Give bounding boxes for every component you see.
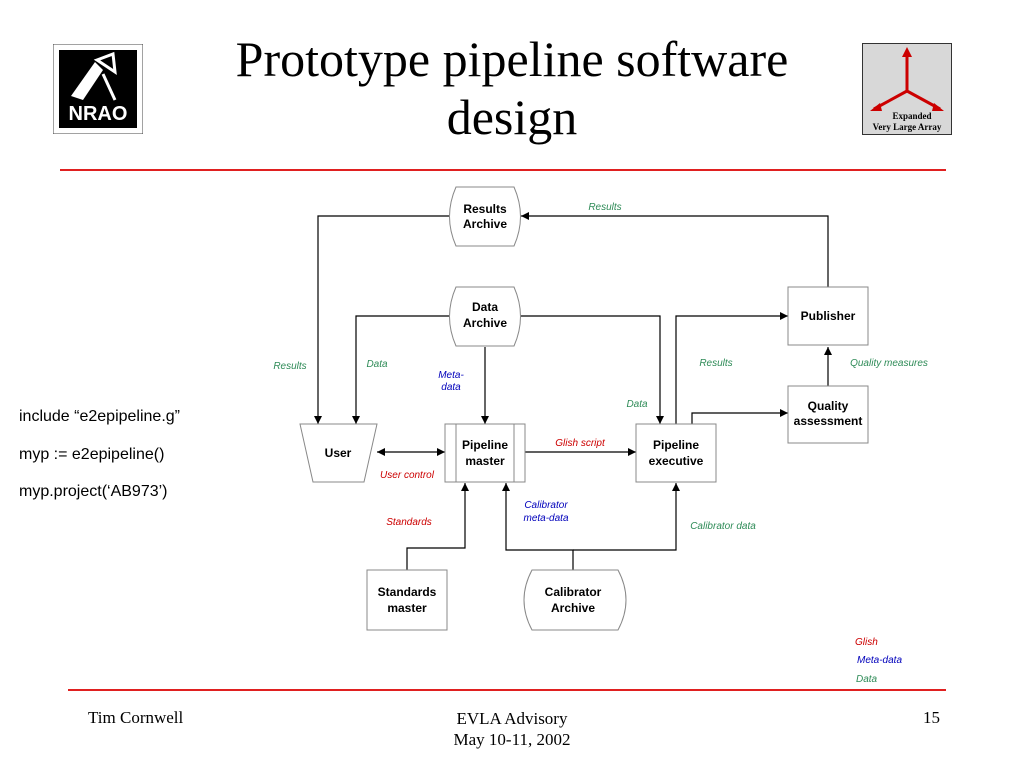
standards-master-shape [366, 569, 448, 631]
flow-label-results-right: Results [699, 358, 732, 369]
footer-event-line-1: EVLA Advisory [456, 709, 568, 728]
flow-label-standards: Standards [386, 517, 432, 528]
calibrator-archive-shape [523, 569, 627, 631]
pipeline-master-label-2: master [465, 454, 505, 468]
footer-rule [68, 689, 946, 691]
legend-data: Data [856, 674, 878, 685]
arrow-standards-to-pipeline-master [406, 483, 469, 570]
arrow-results-archive-to-user [314, 215, 449, 424]
evla-logo: Expanded Very Large Array [862, 43, 952, 135]
flow-label-results-top: Results [588, 202, 621, 213]
flow-label-meta-data-1: Meta- [438, 370, 464, 381]
title-line-2: design [446, 89, 578, 145]
results-archive-shape [449, 186, 521, 247]
flow-label-calibrator-meta-2: meta-data [523, 513, 568, 524]
arrow-calibrator-to-pipeline-master [502, 483, 574, 570]
calibrator-archive-label-1: Calibrator [545, 585, 602, 599]
flow-label-meta-data-2: data [441, 382, 461, 393]
flow-label-results-left: Results [273, 361, 306, 372]
results-archive-label-1: Results [463, 202, 507, 216]
evla-logo-text-2: Very Large Array [873, 122, 942, 132]
quality-assessment-label-2: assessment [794, 414, 863, 428]
footer-event: EVLA Advisory May 10-11, 2002 [362, 708, 662, 750]
publisher-shape [787, 286, 869, 346]
code-line-3: myp.project(‘AB973’) [19, 483, 168, 500]
code-line-2: myp := e2epipeline() [19, 446, 165, 463]
flow-label-quality-measures: Quality measures [850, 358, 928, 369]
quality-assessment-shape [787, 385, 869, 444]
arrow-pipeline-executive-to-publisher [675, 312, 788, 424]
data-archive-shape [449, 286, 521, 347]
evla-logo-text-1: Expanded [892, 111, 931, 121]
flow-label-calibrator-data: Calibrator data [690, 521, 756, 532]
title-line-1: Prototype pipeline software [235, 31, 789, 87]
footer-author: Tim Cornwell [88, 708, 184, 727]
arrow-pipeline-executive-to-quality [691, 409, 788, 424]
publisher-label: Publisher [801, 309, 856, 323]
flow-label-calibrator-meta-1: Calibrator [524, 500, 568, 511]
flow-label-user-control: User control [380, 470, 435, 481]
pipeline-executive-label-1: Pipeline [653, 438, 699, 452]
flow-label-data-left: Data [366, 359, 388, 370]
user-shape [299, 423, 378, 483]
pipeline-master-label-1: Pipeline [462, 438, 508, 452]
pipeline-master-shape [444, 423, 526, 483]
arrow-data-archive-to-pipeline-executive [521, 315, 664, 424]
flow-label-glish-script: Glish script [555, 438, 606, 449]
calibrator-archive-label-2: Archive [551, 601, 595, 615]
legend-meta-data: Meta-data [857, 655, 902, 666]
results-archive-label-2: Archive [463, 217, 507, 231]
data-archive-label-2: Archive [463, 316, 507, 330]
code-line-1: include “e2epipeline.g” [19, 408, 180, 425]
arrow-publisher-to-results-archive [521, 212, 829, 287]
header-rule [60, 169, 946, 171]
pipeline-executive-shape [635, 423, 717, 483]
footer-event-line-2: May 10-11, 2002 [453, 730, 571, 749]
data-archive-label-1: Data [472, 300, 498, 314]
footer-page-number: 15 [923, 708, 940, 727]
user-label: User [325, 446, 352, 460]
legend-glish: Glish [855, 637, 878, 648]
nrao-logo-text: NRAO [69, 103, 128, 125]
slide-title: Prototype pipeline software design [170, 30, 854, 146]
standards-master-label-1: Standards [378, 585, 437, 599]
pipeline-executive-label-2: executive [649, 454, 704, 468]
quality-assessment-label-1: Quality [808, 399, 849, 413]
flow-label-data-right: Data [626, 399, 648, 410]
arrow-calibrator-to-pipeline-executive [573, 483, 680, 551]
arrow-data-archive-to-user [352, 315, 449, 424]
nrao-logo: NRAO [53, 44, 143, 134]
standards-master-label-2: master [387, 601, 427, 615]
